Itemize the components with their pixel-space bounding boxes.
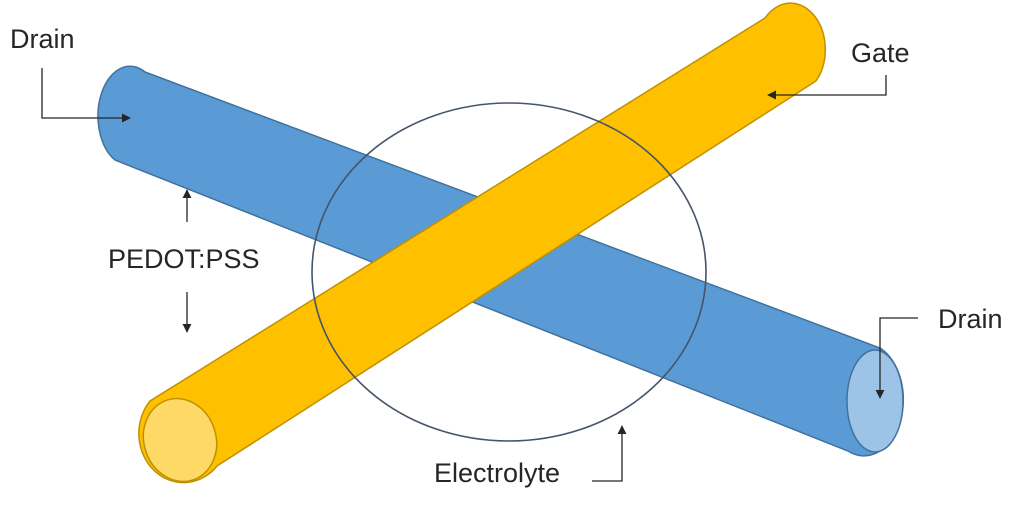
electrolyte-circle xyxy=(311,102,707,442)
pedot-pss-label: PEDOT:PSS xyxy=(108,244,260,274)
gate-rod xyxy=(138,2,827,484)
drain-right-label: Drain xyxy=(938,304,1003,334)
electrolyte-arrow xyxy=(592,425,627,482)
gate-rod-end-face xyxy=(142,397,218,483)
gate-rod-body xyxy=(138,2,827,484)
gate-label: Gate xyxy=(851,38,910,68)
drain-top-left-label: Drain xyxy=(10,24,75,54)
drain-top-left-arrow xyxy=(41,68,131,123)
electrolyte-label: Electrolyte xyxy=(434,458,560,488)
pedot-pss-rod-end-face xyxy=(846,349,904,453)
drain-right-arrow xyxy=(875,317,918,399)
gate-arrow xyxy=(767,75,887,100)
